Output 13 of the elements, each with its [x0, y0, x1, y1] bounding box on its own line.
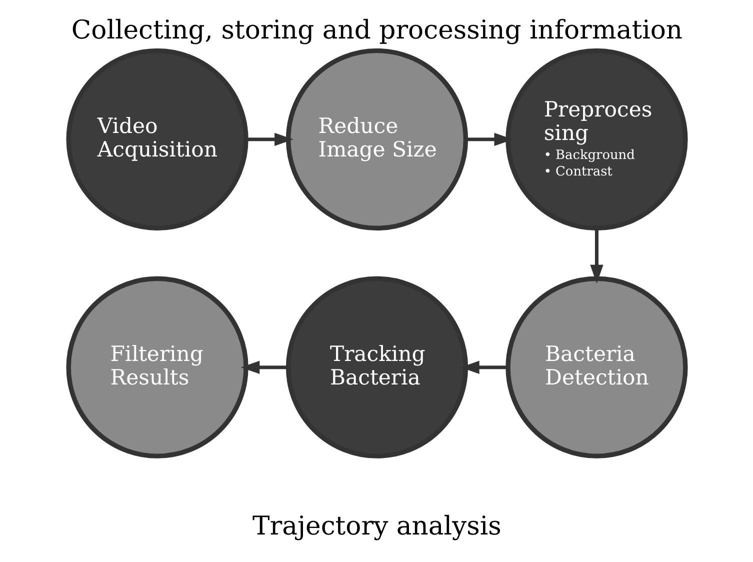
arrow: [590, 228, 603, 284]
node-circle: Video Acquisition: [66, 48, 248, 230]
node-circle: Reduce Image Size: [285, 48, 468, 230]
node-circle: Tracking Bacteria: [285, 276, 468, 458]
node-circle: Filtering Results: [66, 276, 248, 458]
node-circle: Preproces sing • Background • Contrast: [505, 48, 688, 230]
node-circle: Bacteria Detection: [505, 276, 688, 458]
arrow: [240, 360, 288, 374]
arrow: [246, 132, 293, 146]
caption: Trajectory analysis: [252, 511, 501, 542]
diagram-title: Collecting, storing and processing information: [70, 15, 682, 46]
arrow: [465, 132, 513, 146]
arrow: [460, 360, 508, 374]
